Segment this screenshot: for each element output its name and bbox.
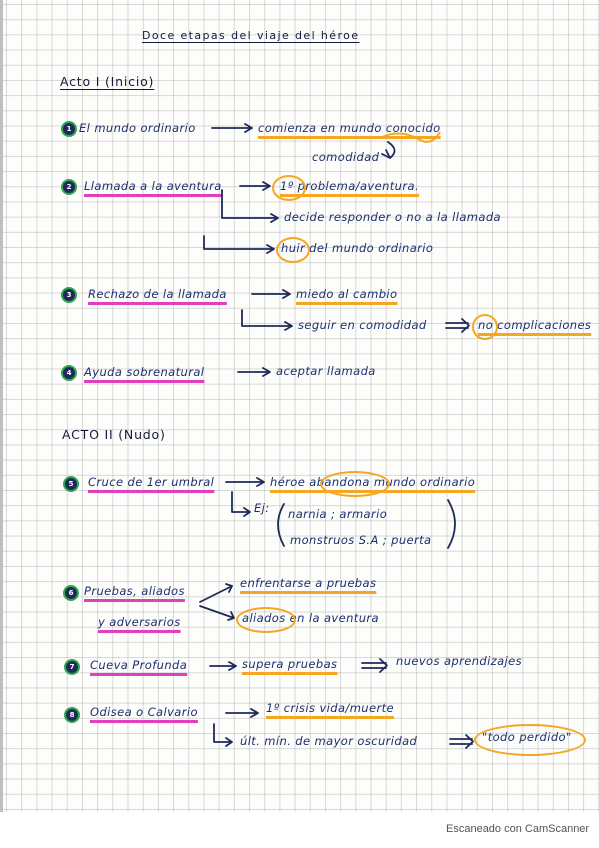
stage-8-note-2-text: últ. mín. de mayor oscuridad [240, 734, 418, 748]
stage-8-note-2: últ. mín. de mayor oscuridad [240, 734, 418, 748]
stage-3-note-2: seguir en comodidad [298, 318, 427, 332]
stage-3-name-text: Rechazo de la llamada [88, 287, 227, 301]
stage-3-note-1-text: miedo al cambio [296, 287, 398, 301]
highlight-ring-no [472, 314, 498, 340]
stage-2-note-3: huir del mundo ordinario [281, 241, 434, 255]
graph-paper [0, 0, 599, 812]
connector-drawings [199, 123, 474, 749]
stage-5-number: 5 [63, 476, 79, 492]
stage-6-note-1: enfrentarse a pruebas [240, 576, 377, 590]
arrow-7a [209, 661, 237, 671]
arrow-1 [211, 123, 253, 133]
stage-3-note-3-text: no complicaciones [478, 318, 592, 332]
bracket-right [447, 499, 456, 549]
stage-8-note-1-text: 1º crisis vida/muerte [266, 701, 394, 715]
stage-1-note-1-text: comienza en mundo conocido [258, 121, 441, 135]
highlight-ring-problema [272, 175, 306, 201]
stage-6-name-text: Pruebas, aliados [84, 584, 185, 598]
stage-2-name: Llamada a la aventura [84, 179, 222, 193]
stage-7-note-1-text: supera pruebas [242, 657, 338, 671]
stage-4-name-text: Ayuda sobrenatural [84, 365, 205, 379]
arrow-2a [239, 181, 271, 191]
arrow-6b [199, 605, 235, 621]
highlight-ring-aliados [236, 607, 296, 633]
stage-8-note-1: 1º crisis vida/muerte [266, 701, 394, 715]
stage-5-name-text: Cruce de 1er umbral [88, 475, 215, 489]
stage-6-name: Pruebas, aliados [84, 584, 185, 598]
stage-6-number: 6 [63, 585, 79, 601]
stage-8-name-text: Odisea o Calvario [90, 705, 198, 719]
stage-2-name-text: Llamada a la aventura [84, 179, 222, 193]
arrow-3b [241, 309, 293, 331]
arrow-2b [221, 189, 279, 223]
stage-5-example-label: Ej: [254, 501, 270, 515]
arrow-2c [203, 235, 275, 254]
stage-3-number: 3 [61, 287, 77, 303]
stage-2-note-2: decide responder o no a la llamada [284, 210, 502, 224]
stage-4-number: 4 [61, 365, 77, 381]
highlight-ring-huir [276, 237, 310, 263]
highlight-ring-todo-perdido [474, 724, 586, 756]
arrow-5b [231, 491, 251, 517]
arrow-8a [225, 708, 259, 718]
stage-2-note-1-text: 1º problema/aventura. [280, 179, 419, 193]
arrow-4 [237, 367, 271, 377]
highlight-ring-abandona [320, 471, 390, 497]
stage-1-note-2: comodidad [312, 150, 380, 164]
arrow-1-curl [381, 141, 396, 159]
act-1-heading: Acto I (Inicio) [60, 74, 155, 89]
stage-4-name: Ayuda sobrenatural [84, 365, 205, 379]
stage-1-name-text: El mundo ordinario [79, 121, 196, 135]
stage-7-note-2: nuevos aprendizajes [396, 654, 523, 668]
stage-5-example-1: narnia ; armario [288, 507, 388, 521]
stage-6-note-2: aliados en la aventura [242, 611, 379, 625]
stage-1-note-1: comienza en mundo conocido [258, 121, 441, 135]
stage-2-number: 2 [61, 179, 77, 195]
stage-7-note-1: supera pruebas [242, 657, 338, 671]
stage-4-note-1: aceptar llamada [276, 364, 376, 378]
stage-2-note-1: 1º problema/aventura. [280, 179, 419, 193]
arrow-8b [213, 723, 233, 747]
stage-7-name: Cueva Profunda [90, 658, 188, 672]
stage-5-example-2: monstruos S.A ; puerta [290, 533, 432, 547]
act-2-heading: ACTO II (Nudo) [62, 427, 166, 442]
stage-7-name-text: Cueva Profunda [90, 658, 188, 672]
stage-3-name: Rechazo de la llamada [88, 287, 227, 301]
stage-3-note-3: no complicaciones [478, 318, 592, 332]
stage-8-name: Odisea o Calvario [90, 705, 198, 719]
stage-6-name-line-2: y adversarios [98, 615, 181, 629]
scanner-footer: Escaneado con CamScanner [446, 823, 590, 835]
stage-1-name: El mundo ordinario [79, 121, 196, 135]
stage-8-number: 8 [64, 707, 80, 723]
arrow-3a [251, 289, 291, 299]
arrow-6a [199, 583, 233, 603]
page-edge [0, 0, 3, 812]
stage-6-note-1-text: enfrentarse a pruebas [240, 576, 377, 590]
stage-1-number: 1 [61, 121, 77, 137]
bracket-left [277, 503, 285, 547]
stage-3-note-1: miedo al cambio [296, 287, 398, 301]
stage-5-name: Cruce de 1er umbral [88, 475, 215, 489]
arrow-5 [225, 477, 265, 487]
arrow-7b [361, 658, 388, 673]
stage-6-name-2-text: y adversarios [98, 615, 181, 629]
stage-7-number: 7 [64, 659, 80, 675]
arrow-3c [445, 318, 470, 333]
arrow-8c [449, 734, 474, 749]
page-title: Doce etapas del viaje del héroe [142, 29, 360, 42]
